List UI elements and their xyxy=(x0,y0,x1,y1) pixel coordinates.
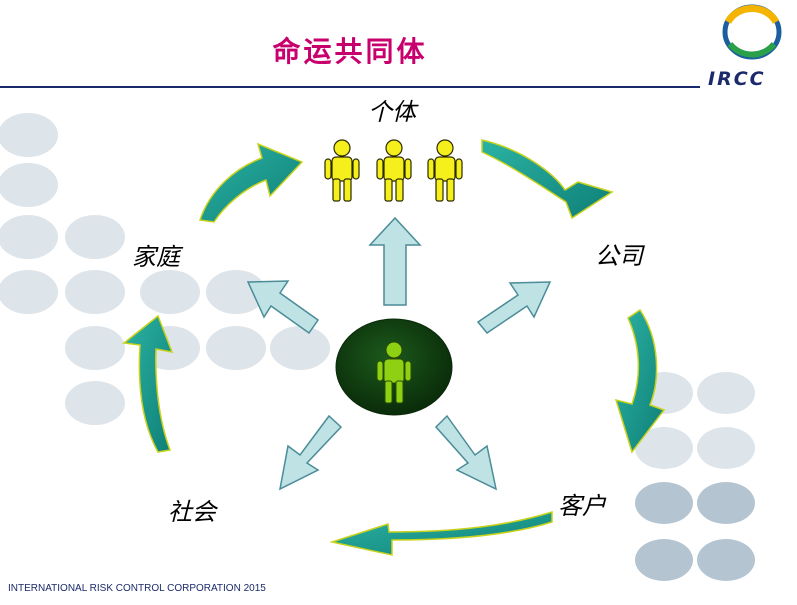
decorative-bubbles-right xyxy=(635,372,755,581)
cycle-arrows xyxy=(122,139,666,556)
cycle-arrow-top-to-right xyxy=(481,139,614,220)
decorative-bubbles-left xyxy=(0,113,330,425)
radial-arrows xyxy=(246,216,552,491)
ircc-ring-logo-icon xyxy=(722,4,782,60)
person-figure-icon xyxy=(427,139,463,202)
node-label-left: 家庭 xyxy=(132,243,180,271)
radial-arrow-up xyxy=(368,216,422,306)
cycle-arrow-bottomleft-to-left xyxy=(122,314,174,453)
node-label-bottom-left: 社会 xyxy=(168,498,216,526)
group-of-three-people-icon xyxy=(324,139,463,202)
radial-arrow-down-left xyxy=(278,414,343,491)
radial-arrow-up-right xyxy=(476,281,552,335)
title-divider xyxy=(0,86,700,88)
radial-arrow-up-left xyxy=(246,280,320,335)
cycle-arrow-right-to-bottomright xyxy=(614,308,666,454)
logo-text: IRCC xyxy=(708,68,766,90)
page-title: 命运共同体 xyxy=(272,35,428,68)
cycle-arrow-bottomright-to-bottomleft xyxy=(329,510,553,556)
node-label-bottom-right: 客户 xyxy=(558,492,606,520)
cycle-arrow-left-to-top xyxy=(199,142,304,223)
node-label-right: 公司 xyxy=(595,242,643,270)
footer-text: INTERNATIONAL RISK CONTROL CORPORATION 2… xyxy=(8,583,266,594)
person-figure-icon xyxy=(324,139,360,202)
person-figure-icon xyxy=(376,139,412,202)
radial-arrow-down-right xyxy=(434,414,498,491)
center-node xyxy=(335,318,453,416)
node-label-top: 个体 xyxy=(368,98,416,126)
